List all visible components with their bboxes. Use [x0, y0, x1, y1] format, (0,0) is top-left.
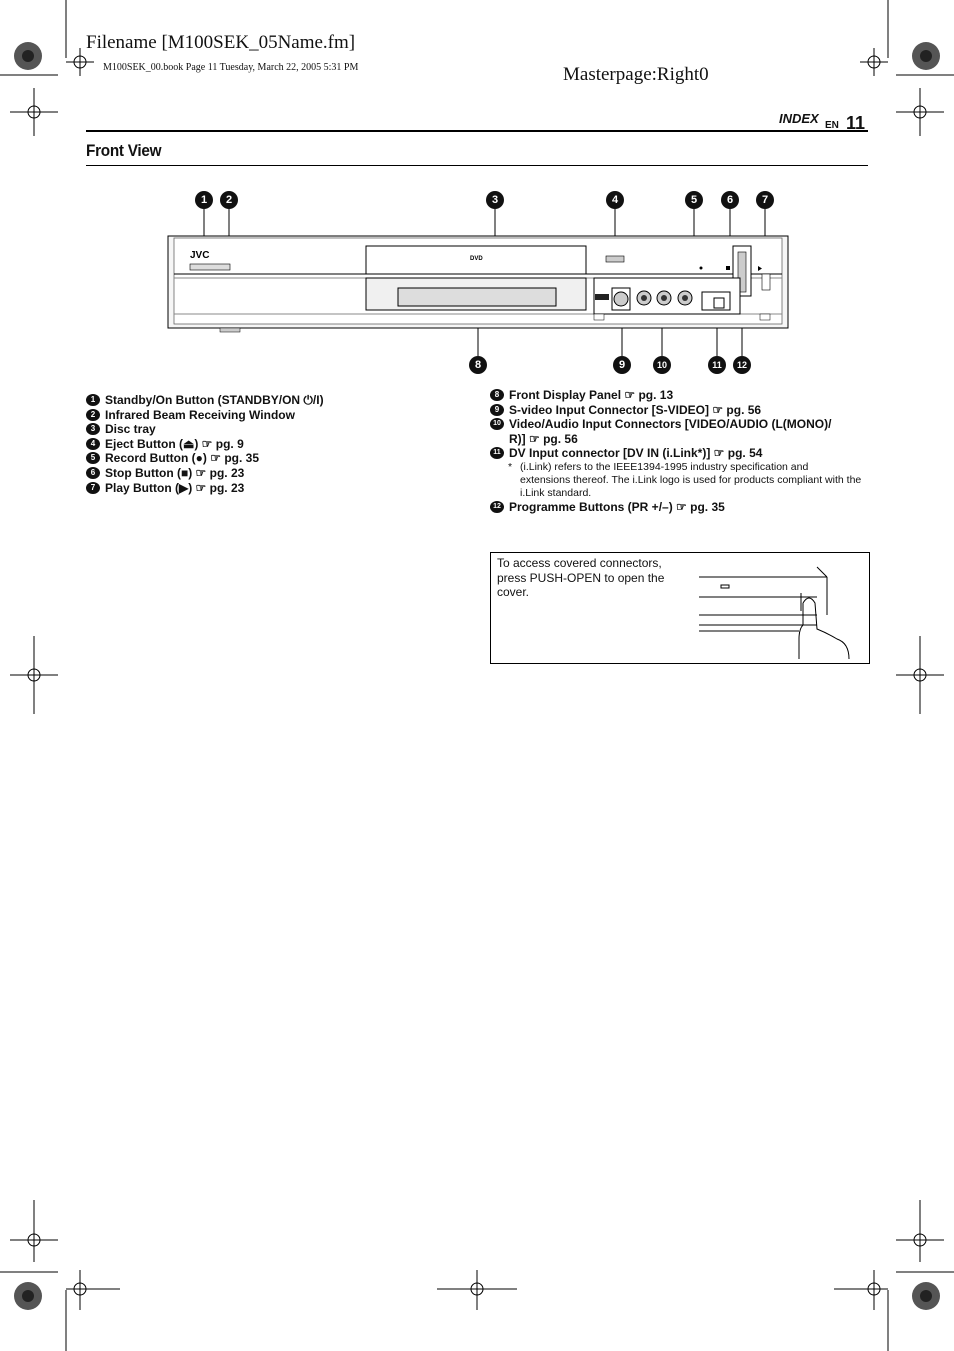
push-open-info-box: [490, 552, 870, 664]
callout-5: 5: [685, 191, 703, 209]
callout-9: 9: [613, 356, 631, 374]
callout-10: 10: [653, 356, 671, 374]
language-label: EN: [825, 120, 839, 131]
section-rule: [86, 165, 868, 166]
top-rule: [86, 130, 868, 132]
filename-header: Filename [M100SEK_05Name.fm]: [86, 32, 356, 53]
callout-4: 4: [606, 191, 624, 209]
list-item-continuation: R)] ☞ pg. 56: [509, 431, 578, 446]
callout-3: 3: [486, 191, 504, 209]
callout-2: 2: [220, 191, 238, 209]
section-title: Front View: [86, 141, 162, 160]
callout-12: 12: [733, 356, 751, 374]
ilink-footnote: *(i.Link) refers to the IEEE1394-1995 in…: [508, 460, 862, 499]
brand-logo: JVC: [190, 250, 209, 261]
callout-7: 7: [756, 191, 774, 209]
masterpage-label: Masterpage:Right0: [563, 64, 709, 85]
book-info-line: M100SEK_00.book Page 11 Tuesday, March 2…: [103, 62, 359, 73]
callout-6: 6: [721, 191, 739, 209]
callout-11: 11: [708, 356, 726, 374]
hand-pressing-cover-illustration: [699, 566, 850, 659]
callout-1: 1: [195, 191, 213, 209]
dvd-logo: DVD: [470, 256, 483, 262]
push-open-instructions: To access covered connectors, press PUSH…: [497, 556, 665, 599]
dvd-recorder-front-illustration: JVC DVD: [167, 208, 789, 356]
page-number: 11: [846, 113, 866, 133]
index-label: INDEX: [779, 111, 819, 126]
callout-8: 8: [469, 356, 487, 374]
